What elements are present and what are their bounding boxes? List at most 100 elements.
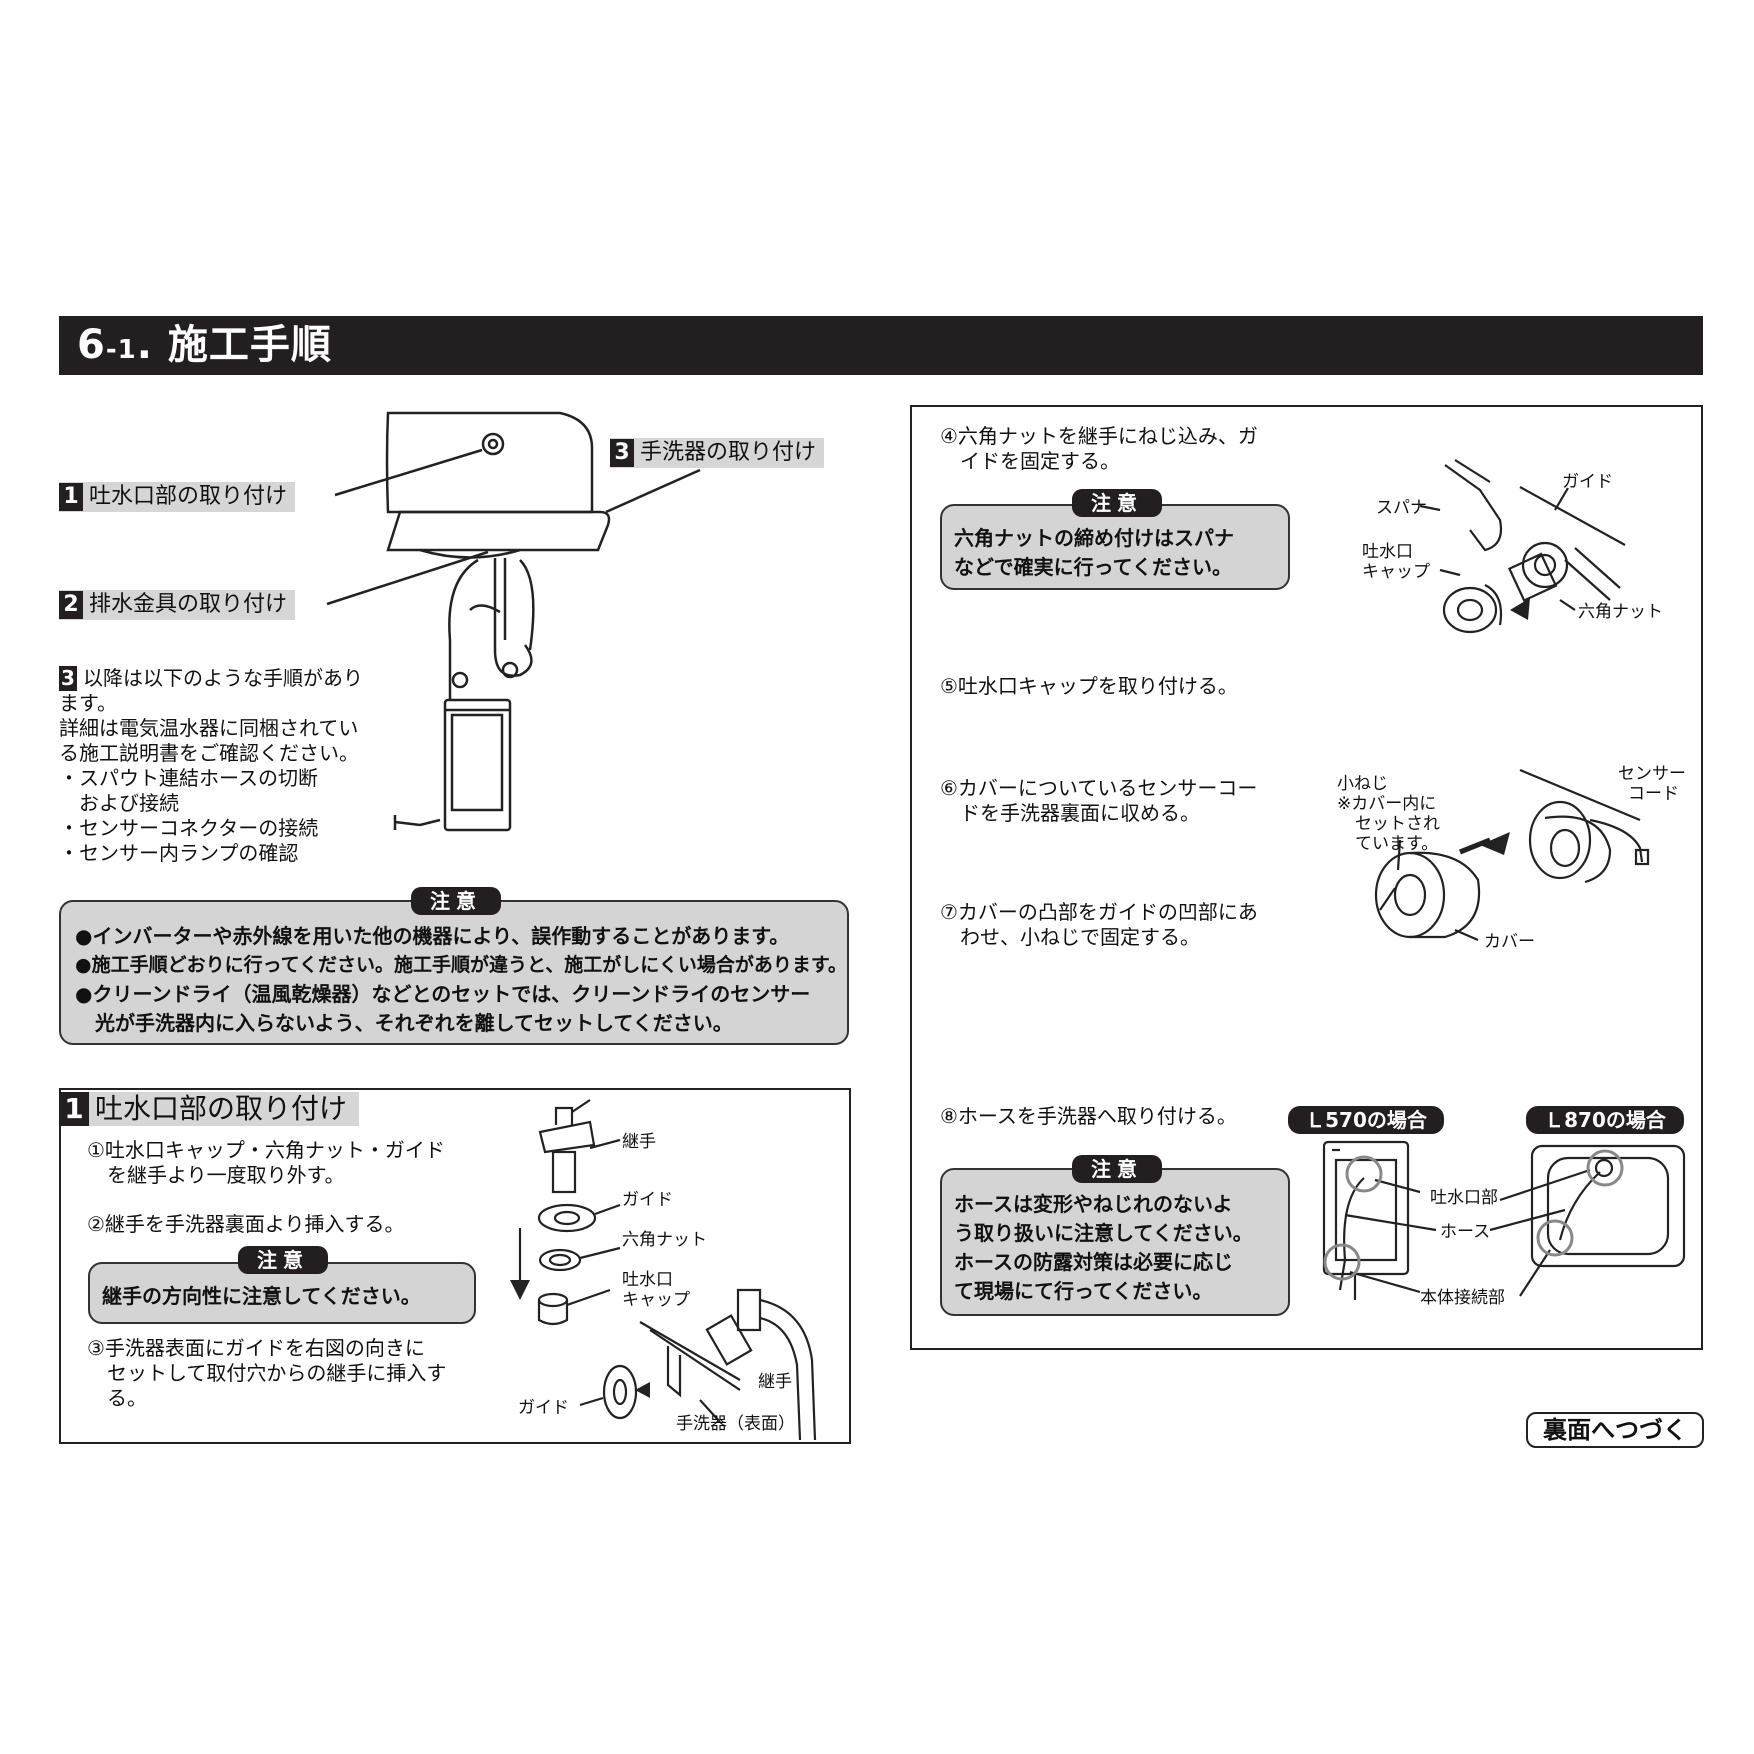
label-line: セットされ — [1355, 814, 1440, 834]
label-guide: ガイド — [622, 1190, 673, 1210]
label-cap-4: 吐水口 キャップ — [1362, 542, 1430, 582]
note-bullet: ・センサーコネクターの接続 — [59, 816, 319, 840]
label-guide-4: ガイド — [1562, 472, 1613, 492]
label-line: 吐水口 — [1362, 542, 1413, 562]
label-line: キャップ — [1362, 562, 1430, 582]
note-bullet: ・スパウト連結ホースの切断 — [59, 766, 318, 790]
label-line: キャップ — [622, 1290, 690, 1310]
caution-tag: 注意 — [1072, 489, 1162, 517]
step-line: ドを手洗器裏面に収める。 — [940, 801, 1200, 825]
caution-line: 六角ナットの締め付けはスパナ — [954, 526, 1234, 550]
label-line: 吐水口 — [622, 1270, 673, 1290]
title-sub: -1 — [105, 335, 137, 365]
caution-line: ●施工手順どおりに行ってください。施工手順が違うと、施工がしにくい場合があります… — [75, 954, 848, 976]
label-line: 小ねじ — [1337, 774, 1388, 794]
label-line: センサー — [1618, 764, 1686, 784]
step-line: ④六角ナットを継手にねじ込み、ガ — [940, 424, 1258, 448]
step-6: ⑥カバーについているセンサーコー ドを手洗器裏面に収める。 — [940, 776, 1257, 826]
number-badge: 2 — [59, 591, 83, 619]
label-basin-front: 手洗器（表面） — [676, 1414, 795, 1434]
section-heading-text: 吐水口部の取り付け — [95, 1092, 348, 1125]
step-line: ⑥カバーについているセンサーコー — [940, 776, 1258, 800]
caution-line: ●インバーターや赤外線を用いた他の機器により、誤作動することがあります。 — [75, 924, 790, 948]
section-1-step-2: ②継手を手洗器裏面より挿入する。 — [87, 1212, 405, 1236]
caution-line: 光が手洗器内に入らないよう、それぞれを離してセットしてください。 — [75, 1011, 733, 1035]
step-line: イドを固定する。 — [940, 449, 1120, 473]
right-steps-frame — [910, 405, 1703, 1350]
caution-line: ホースの防露対策は必要に応じ — [954, 1250, 1233, 1274]
note-line: ます。 — [59, 691, 117, 715]
step-4: ④六角ナットを継手にねじ込み、ガ イドを固定する。 — [940, 424, 1258, 474]
l870-label: Ｌ870の場合 — [1526, 1106, 1684, 1134]
note-bullet: ・センサー内ランプの確認 — [59, 841, 299, 865]
label-hexnut-4: 六角ナット — [1578, 602, 1663, 622]
label-guide-2: ガイド — [518, 1398, 569, 1418]
page-title: 6-1. 施工手順 — [59, 316, 1703, 375]
caution-line: などで確実に行ってください。 — [954, 555, 1232, 579]
label-joint-2: 継手 — [758, 1372, 792, 1392]
caution-line: ホースは変形やねじれのないよ — [954, 1192, 1233, 1216]
label-sensor-cord: センサー コード — [1618, 764, 1686, 804]
overview-label-text: 排水金具の取り付け — [89, 592, 288, 617]
continue-on-back-badge: 裏面へつづく — [1526, 1412, 1704, 1448]
note-bullet: および接続 — [59, 791, 179, 815]
caution-line: う取り扱いに注意してください。 — [954, 1221, 1253, 1245]
section-1-step-3: ③手洗器表面にガイドを右図の向きに セットして取付穴からの継手に挿入す る。 — [87, 1336, 446, 1411]
label-cover: カバー — [1484, 932, 1535, 952]
caution-tag: 注意 — [1072, 1155, 1162, 1183]
section-1-frame — [59, 1088, 851, 1444]
title-text: . 施工手順 — [136, 322, 332, 368]
label-line: ています。 — [1355, 834, 1439, 854]
label-line: ※カバー内に — [1337, 794, 1437, 814]
step-line: わせ、小ねじで固定する。 — [940, 925, 1200, 949]
step-line: ①吐水口キャップ・六角ナット・ガイド — [87, 1138, 445, 1162]
label-spout-part: 吐水口部 — [1430, 1188, 1498, 1208]
label-spoutcap: 吐水口 キャップ — [622, 1270, 690, 1310]
step-5: ⑤吐水口キャップを取り付ける。 — [940, 674, 1238, 698]
step-line: る。 — [87, 1386, 147, 1410]
title-number: 6 — [77, 322, 106, 368]
step-7: ⑦カバーの凸部をガイドの凹部にあ わせ、小ねじで固定する。 — [940, 900, 1258, 950]
caution-line: て現場にて行ってください。 — [954, 1279, 1213, 1303]
label-joint: 継手 — [622, 1132, 656, 1152]
step-line: を継手より一度取り外す。 — [87, 1163, 345, 1187]
number-badge: 3 — [610, 439, 634, 467]
caution-line: ●クリーンドライ（温風乾燥器）などとのセットでは、クリーンドライのセンサー — [75, 982, 811, 1006]
overview-label-text: 吐水口部の取り付け — [89, 484, 288, 509]
caution-box-main: ●インバーターや赤外線を用いた他の機器により、誤作動することがあります。 ●施工… — [59, 900, 849, 1045]
note-line: る施工説明書をご確認ください。 — [59, 741, 359, 765]
step-8: ⑧ホースを手洗器へ取り付ける。 — [940, 1104, 1237, 1128]
label-line: コード — [1628, 784, 1679, 804]
l570-label: Ｌ570の場合 — [1288, 1106, 1444, 1134]
caution-line: 継手の方向性に注意してください。 — [102, 1284, 421, 1308]
step-line: セットして取付穴からの継手に挿入す — [87, 1361, 447, 1385]
number-badge: 1 — [59, 483, 83, 511]
label-screw-note: 小ねじ ※カバー内に セットされ ています。 — [1337, 774, 1440, 854]
caution-tag: 注意 — [238, 1246, 328, 1274]
label-hexnut: 六角ナット — [622, 1230, 707, 1250]
caution-tag: 注意 — [411, 887, 501, 915]
step-line: ③手洗器表面にガイドを右図の向きに — [87, 1336, 425, 1360]
label-hose: ホース — [1440, 1222, 1491, 1242]
caution-box-hose: ホースは変形やねじれのないよ う取り扱いに注意してください。 ホースの防露対策は… — [940, 1168, 1290, 1316]
step-line: ⑦カバーの凸部をガイドの凹部にあ — [940, 900, 1258, 924]
label-spanner: スパナ — [1376, 498, 1427, 518]
label-body-connection: 本体接続部 — [1420, 1288, 1505, 1308]
section-1-step-1: ①吐水口キャップ・六角ナット・ガイド を継手より一度取り外す。 — [87, 1138, 445, 1188]
number-badge: 3 — [59, 666, 77, 691]
note-line: 詳細は電気温水器に同梱されてい — [59, 716, 359, 740]
number-badge: 1 — [59, 1092, 89, 1126]
caution-box-spanner: 六角ナットの締め付けはスパナ などで確実に行ってください。 — [940, 504, 1290, 590]
overview-label-text: 手洗器の取り付け — [640, 440, 817, 465]
note-line: 以降は以下のような手順があり — [83, 666, 363, 690]
